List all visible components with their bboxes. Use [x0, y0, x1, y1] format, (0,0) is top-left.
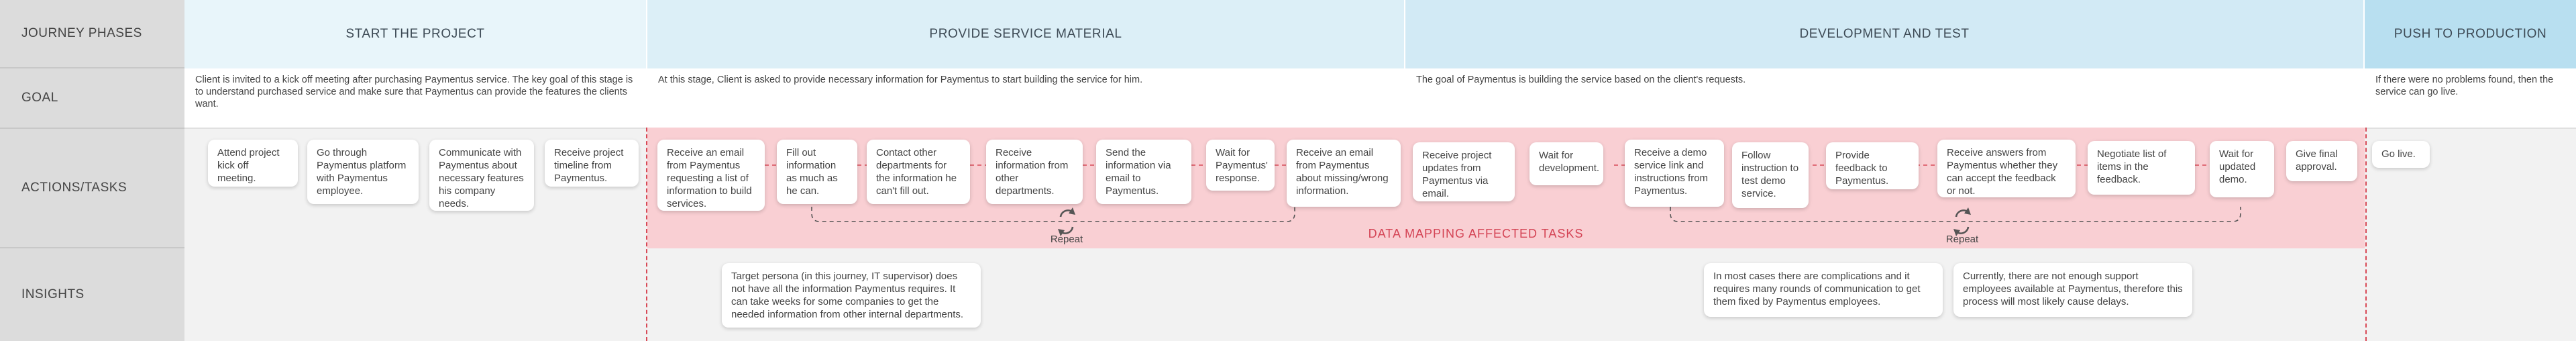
zone-border-left — [646, 128, 647, 341]
task-card: Wait for development. — [1529, 142, 1603, 185]
task-card: Receive answers from Paymentus whether t… — [1937, 140, 2076, 197]
task-card: Communicate with Paymentus about necessa… — [429, 140, 534, 211]
task-card: Go live. — [2372, 141, 2430, 168]
task-card: Follow instruction to test demo service. — [1732, 142, 1809, 208]
task-card: Negotiate list of items in the feedback. — [2088, 141, 2195, 195]
phase-provide-service-material: PROVIDE SERVICE MATERIAL — [647, 0, 1405, 68]
goal-push-to-production: If there were no problems found, then th… — [2365, 68, 2576, 129]
row-label-insights: INSIGHTS — [0, 248, 184, 341]
task-card: Attend project kick off meeting. — [208, 140, 298, 187]
phase-development-and-test: DEVELOPMENT AND TEST — [1405, 0, 2365, 68]
task-card: Receive project updates from Paymentus v… — [1413, 142, 1515, 201]
phase-push-to-production: PUSH TO PRODUCTION — [2365, 0, 2576, 68]
task-card: Wait for Paymentus' response. — [1206, 140, 1275, 191]
insight-card: Currently, there are not enough support … — [1953, 263, 2192, 317]
task-card: Receive an email from Paymentus about mi… — [1287, 140, 1401, 207]
repeat-icon — [1953, 207, 1971, 236]
task-card: Provide feedback to Paymentus. — [1826, 142, 1919, 189]
task-card: Fill out information as much as he can. — [777, 140, 857, 204]
goal-start-the-project: Client is invited to a kick off meeting … — [184, 68, 647, 129]
task-card: Receive project timeline from Paymentus. — [545, 140, 639, 187]
repeat-icon — [1058, 207, 1075, 236]
row-label-actions: ACTIONS/TASKS — [0, 129, 184, 248]
task-card: Receive an email from Paymentus requesti… — [657, 140, 765, 211]
data-mapping-label: DATA MAPPING AFFECTED TASKS — [1368, 227, 1584, 240]
task-card: Contact other departments for the inform… — [867, 140, 970, 204]
insight-card: In most cases there are complications an… — [1704, 263, 1943, 317]
row-label-goal: GOAL — [0, 68, 184, 129]
row-label-phases: JOURNEY PHASES — [0, 0, 184, 68]
task-card: Receive information from other departmen… — [986, 140, 1083, 204]
task-card: Receive a demo service link and instruct… — [1625, 140, 1724, 207]
task-card: Wait for updated demo. — [2210, 141, 2274, 197]
zone-border-right — [2365, 128, 2367, 341]
task-card: Give final approval. — [2286, 141, 2357, 181]
repeat-label-dev: Repeat — [1945, 234, 1979, 245]
task-card: Go through Paymentus platform with Payme… — [307, 140, 419, 204]
task-card: Send the information via email to Paymen… — [1096, 140, 1191, 204]
insight-card: Target persona (in this journey, IT supe… — [722, 263, 981, 328]
repeat-label-material: Repeat — [1050, 234, 1083, 245]
phase-start-the-project: START THE PROJECT — [184, 0, 647, 68]
